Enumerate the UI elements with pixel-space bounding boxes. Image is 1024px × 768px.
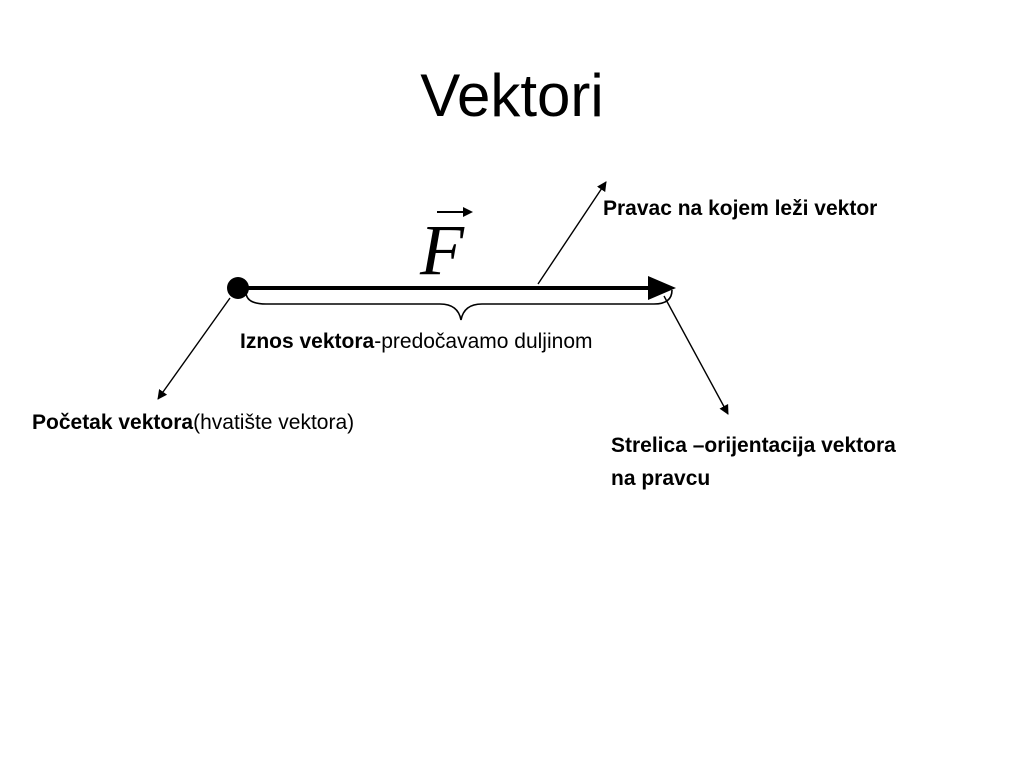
direction-label: Pravac na kojem leži vektor — [603, 197, 878, 220]
vector-arrowhead — [648, 276, 676, 300]
magnitude-label: Iznos vektora-predočavamo duljinom — [240, 325, 593, 358]
origin-label: Početak vektora(hvatište vektora) — [32, 406, 354, 439]
arrowhead-label-line1: Strelica –orijentacija vektora — [611, 434, 896, 457]
origin-label-normal: (hvatište vektora) — [193, 411, 355, 434]
direction-pointer — [537, 181, 607, 285]
slide-title: Vektori — [420, 62, 604, 129]
arrowhead-label-line2: na pravcu — [611, 467, 711, 490]
arrowhead-label: Strelica –orijentacija vektora na pravcu — [611, 429, 896, 495]
origin-label-bold: Početak vektora — [32, 411, 194, 434]
arrowhead-pointer — [663, 295, 729, 415]
magnitude-label-normal: -predočavamo duljinom — [374, 330, 593, 353]
magnitude-label-bold: Iznos vektora — [240, 330, 375, 353]
vector-symbol: F — [420, 210, 464, 290]
origin-pointer — [157, 297, 231, 400]
symbol-arrow-head — [463, 207, 473, 217]
magnitude-brace — [245, 289, 673, 321]
vector-start-point — [227, 277, 249, 299]
